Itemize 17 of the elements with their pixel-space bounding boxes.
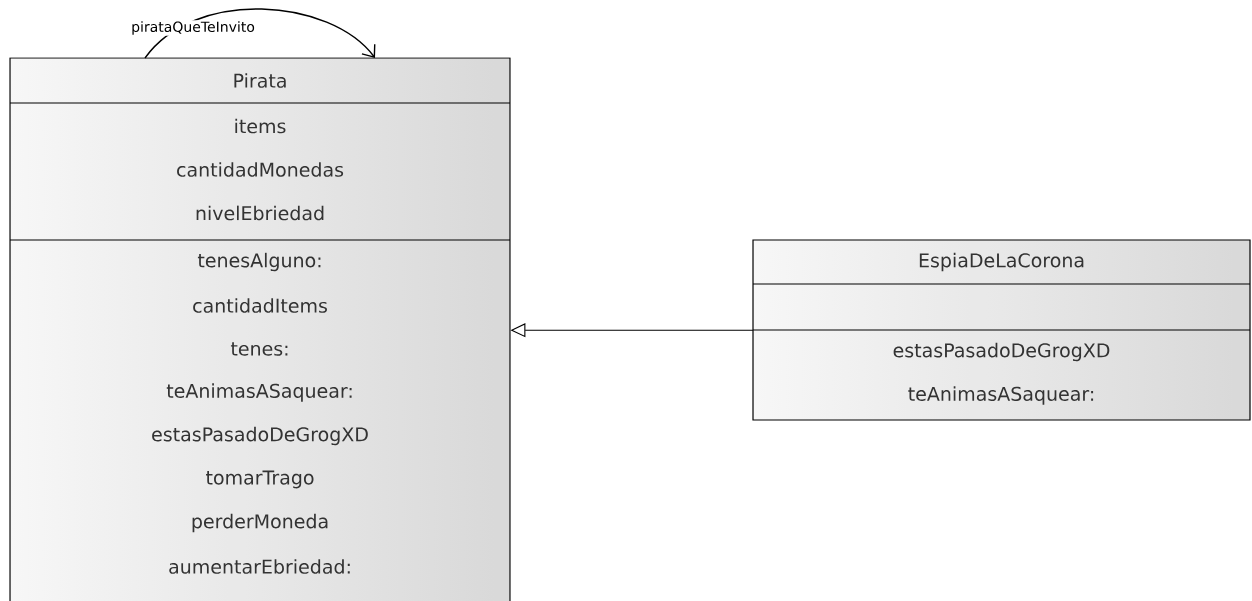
method-text: perderMoneda — [192, 513, 328, 533]
edge-label: pirataQueTeInvito — [130, 20, 256, 36]
method-text: aumentarEbriedad: — [169, 559, 350, 574]
method-text: tenes: — [230, 342, 288, 356]
class-name: EspiaDeLaCorona — [919, 252, 1084, 272]
method-text: estasPasadoDeGrogXD — [152, 426, 368, 446]
attribute-text: cantidadMonedas — [177, 162, 344, 177]
attribute-text: nivelEbriedad — [196, 205, 324, 221]
method-text: estasPasadoDeGrogXD — [893, 342, 1110, 362]
arrow — [144, 8, 376, 59]
attribute-text: items — [235, 118, 286, 134]
method-text: tomarTrago — [206, 470, 314, 489]
method-text: cantidadItems — [193, 298, 327, 313]
method-text: teAnimasASaquear: — [166, 383, 352, 402]
method-text: teAnimasASaquear: — [908, 386, 1094, 405]
class-name: Pirata — [234, 73, 286, 88]
method-text: tenesAlguno: — [197, 252, 321, 272]
